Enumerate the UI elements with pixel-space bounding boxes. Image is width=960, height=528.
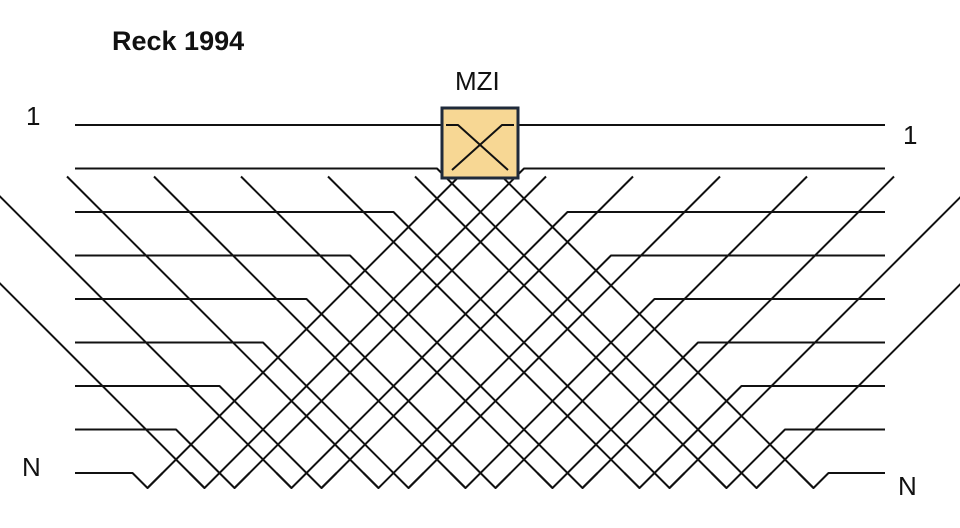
lattice-falling-diagonal bbox=[501, 175, 815, 489]
lattice-rising-diagonal bbox=[581, 175, 895, 489]
input-port-last-label: N bbox=[22, 452, 41, 482]
input-port-first-label: 1 bbox=[26, 101, 41, 131]
waveguide-8-output-arm bbox=[710, 428, 885, 489]
lattice-falling-diagonal bbox=[0, 282, 206, 489]
lattice-rising-diagonal bbox=[494, 175, 808, 489]
lattice-falling-diagonal bbox=[0, 195, 293, 489]
lattice-falling-diagonal bbox=[414, 175, 728, 489]
output-port-first-label: 1 bbox=[903, 120, 918, 150]
lattice-rising-diagonal bbox=[146, 175, 460, 489]
diagram-title: Reck 1994 bbox=[112, 26, 245, 56]
lattice-falling-diagonal bbox=[153, 175, 467, 489]
mzi-label: MZI bbox=[455, 66, 500, 96]
mzi-crossing-b bbox=[451, 124, 514, 171]
lattice-rising-diagonal bbox=[668, 196, 960, 489]
lattice-rising-diagonal bbox=[233, 175, 547, 489]
lattice-rising-diagonal bbox=[407, 175, 721, 489]
lattice-falling-diagonal bbox=[66, 175, 380, 489]
mzi-crossing-a bbox=[446, 124, 509, 171]
output-port-last-label: N bbox=[898, 471, 917, 501]
lattice-falling-diagonal bbox=[327, 175, 641, 489]
lattice-falling-diagonal bbox=[240, 175, 554, 489]
lattice-rising-diagonal bbox=[755, 283, 960, 489]
lattice-rising-diagonal bbox=[320, 175, 634, 489]
waveguide-8-input-arm bbox=[75, 428, 251, 489]
